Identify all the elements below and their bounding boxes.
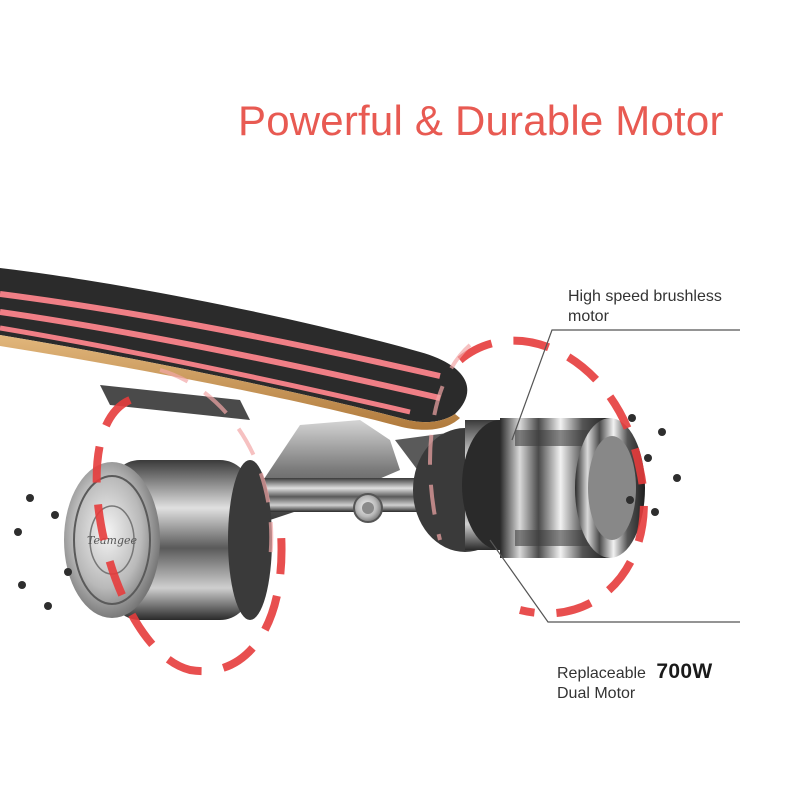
callout-brushless-motor: High speed brushless motor [568, 287, 722, 327]
motion-arcs [92, 336, 648, 676]
callout-lines [489, 329, 740, 623]
callout-replaceable-prefix: Replaceable [557, 665, 646, 682]
callout-brushless-line2: motor [568, 308, 609, 325]
skateboard-deck [0, 268, 468, 430]
left-motor: Teamgee [64, 460, 272, 620]
callout-brushless-line1: High speed brushless [568, 288, 722, 305]
right-motor [413, 418, 645, 558]
headline: Powerful & Durable Motor [238, 97, 724, 144]
callout-power-rating: 700W [656, 660, 713, 683]
callout-dual-motor: Replaceable 700W Dual Motor [557, 660, 713, 704]
motion-arcs-faint [159, 343, 472, 561]
callout-dual-motor-row1: Replaceable 700W [557, 660, 713, 684]
screws [14, 414, 681, 610]
svg-text:Teamgee: Teamgee [87, 534, 138, 547]
callout-dual-motor-line2: Dual Motor [557, 685, 636, 702]
